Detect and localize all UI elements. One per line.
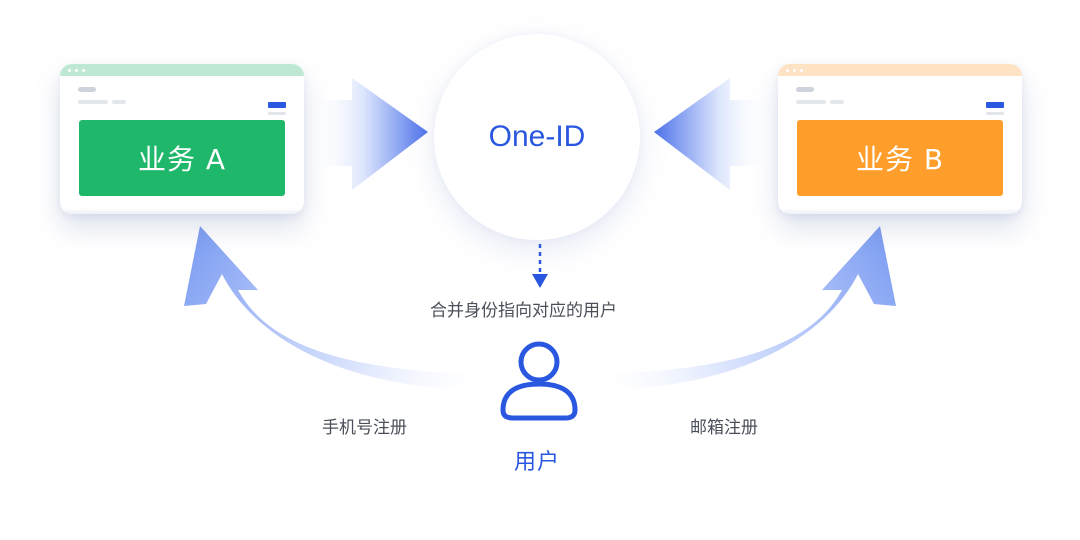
merge-note: 合并身份指向对应的用户 — [430, 301, 617, 321]
curve-user-to-a — [184, 226, 480, 390]
user-label: 用户 — [514, 450, 561, 475]
business-b-card: 业务 B — [778, 64, 1022, 214]
arrow-a-to-oneid — [312, 78, 428, 190]
window-dot-icon — [800, 68, 803, 72]
card-b-titlebar — [778, 64, 1022, 76]
business-b-block: 业务 B — [797, 120, 1003, 196]
card-a-titlebar — [60, 64, 304, 76]
placeholder-bar — [986, 112, 1004, 115]
dotted-arrow-head — [532, 274, 548, 288]
arrow-b-to-oneid — [654, 78, 770, 190]
phone-register-label: 手机号注册 — [322, 418, 407, 438]
placeholder-button — [986, 102, 1004, 108]
one-id-circle: One-ID — [434, 34, 640, 240]
one-id-label: One-ID — [488, 120, 586, 153]
placeholder-bar — [796, 87, 814, 92]
window-dot-icon — [786, 68, 789, 72]
placeholder-bar — [78, 87, 96, 92]
curve-user-to-b — [600, 226, 896, 390]
window-dot-icon — [75, 68, 78, 72]
window-dot-icon — [793, 68, 796, 72]
user-icon — [500, 341, 578, 421]
card-b-toolbar — [778, 76, 1022, 118]
card-b-base — [778, 208, 1022, 214]
placeholder-bar — [796, 100, 826, 104]
placeholder-bar — [112, 100, 126, 104]
window-dot-icon — [68, 68, 71, 72]
placeholder-bar — [78, 100, 108, 104]
placeholder-button — [268, 102, 286, 108]
business-a-block: 业务 A — [79, 120, 285, 196]
window-dot-icon — [82, 68, 85, 72]
card-a-toolbar — [60, 76, 304, 118]
business-a-card: 业务 A — [60, 64, 304, 214]
placeholder-bar — [268, 112, 286, 115]
email-register-label: 邮箱注册 — [690, 418, 758, 438]
placeholder-bar — [830, 100, 844, 104]
card-a-base — [60, 208, 304, 214]
